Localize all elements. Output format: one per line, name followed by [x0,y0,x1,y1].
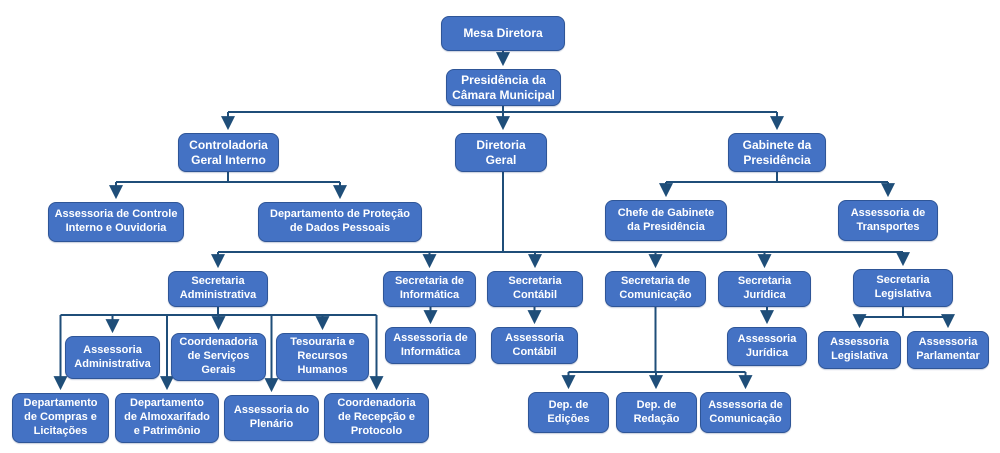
org-node-assessoria-parlamentar: Assessoria Parlamentar [907,331,989,369]
org-node-dep-protecao-dados: Departamento de Proteção de Dados Pessoa… [258,202,422,242]
org-node-assessoria-controle: Assessoria de Controle Interno e Ouvidor… [48,202,184,242]
org-node-diretoria-geral: Diretoria Geral [455,133,547,172]
org-node-assessoria-administrativa: Assessoria Administrativa [65,336,160,379]
org-node-dep-almoxarifado: Departamento de Almoxarifado e Patrimôni… [115,393,219,443]
org-node-coord-servicos-gerais: Coordenadoria de Serviços Gerais [171,333,266,381]
org-node-presidencia: Presidência da Câmara Municipal [446,69,561,106]
org-node-coord-recepcao: Coordenadoria de Recepção e Protocolo [324,393,429,443]
org-node-sec-informatica: Secretaria de Informática [383,271,476,307]
org-node-assessoria-transportes: Assessoria de Transportes [838,200,938,241]
org-node-gabinete-presidencia: Gabinete da Presidência [728,133,826,172]
org-node-assessoria-legislativa: Assessoria Legislativa [818,331,901,369]
org-node-sec-administrativa: Secretaria Administrativa [168,271,268,307]
org-node-chefe-gabinete: Chefe de Gabinete da Presidência [605,200,727,241]
org-node-controladoria: Controladoria Geral Interno [178,133,279,172]
org-node-assessoria-contabil: Assessoria Contábil [491,327,578,364]
org-node-assessoria-plenario: Assessoria do Plenário [224,395,319,441]
org-node-dep-edicoes: Dep. de Edições [528,392,609,433]
org-node-assessoria-comunicacao: Assessoria de Comunicação [700,392,791,433]
org-node-sec-juridica: Secretaria Jurídica [718,271,811,307]
org-node-mesa-diretora: Mesa Diretora [441,16,565,51]
org-node-sec-legislativa: Secretaria Legislativa [853,269,953,307]
org-node-dep-redacao: Dep. de Redação [616,392,697,433]
org-node-assessoria-informatica: Assessoria de Informática [385,327,476,364]
org-node-dep-compras: Departamento de Compras e Licitações [12,393,109,443]
org-node-tesouraria-rh: Tesouraria e Recursos Humanos [276,333,369,381]
org-node-sec-contabil: Secretaria Contábil [487,271,583,307]
org-node-assessoria-juridica: Assessoria Jurídica [727,327,807,366]
org-node-sec-comunicacao: Secretaria de Comunicação [605,271,706,307]
